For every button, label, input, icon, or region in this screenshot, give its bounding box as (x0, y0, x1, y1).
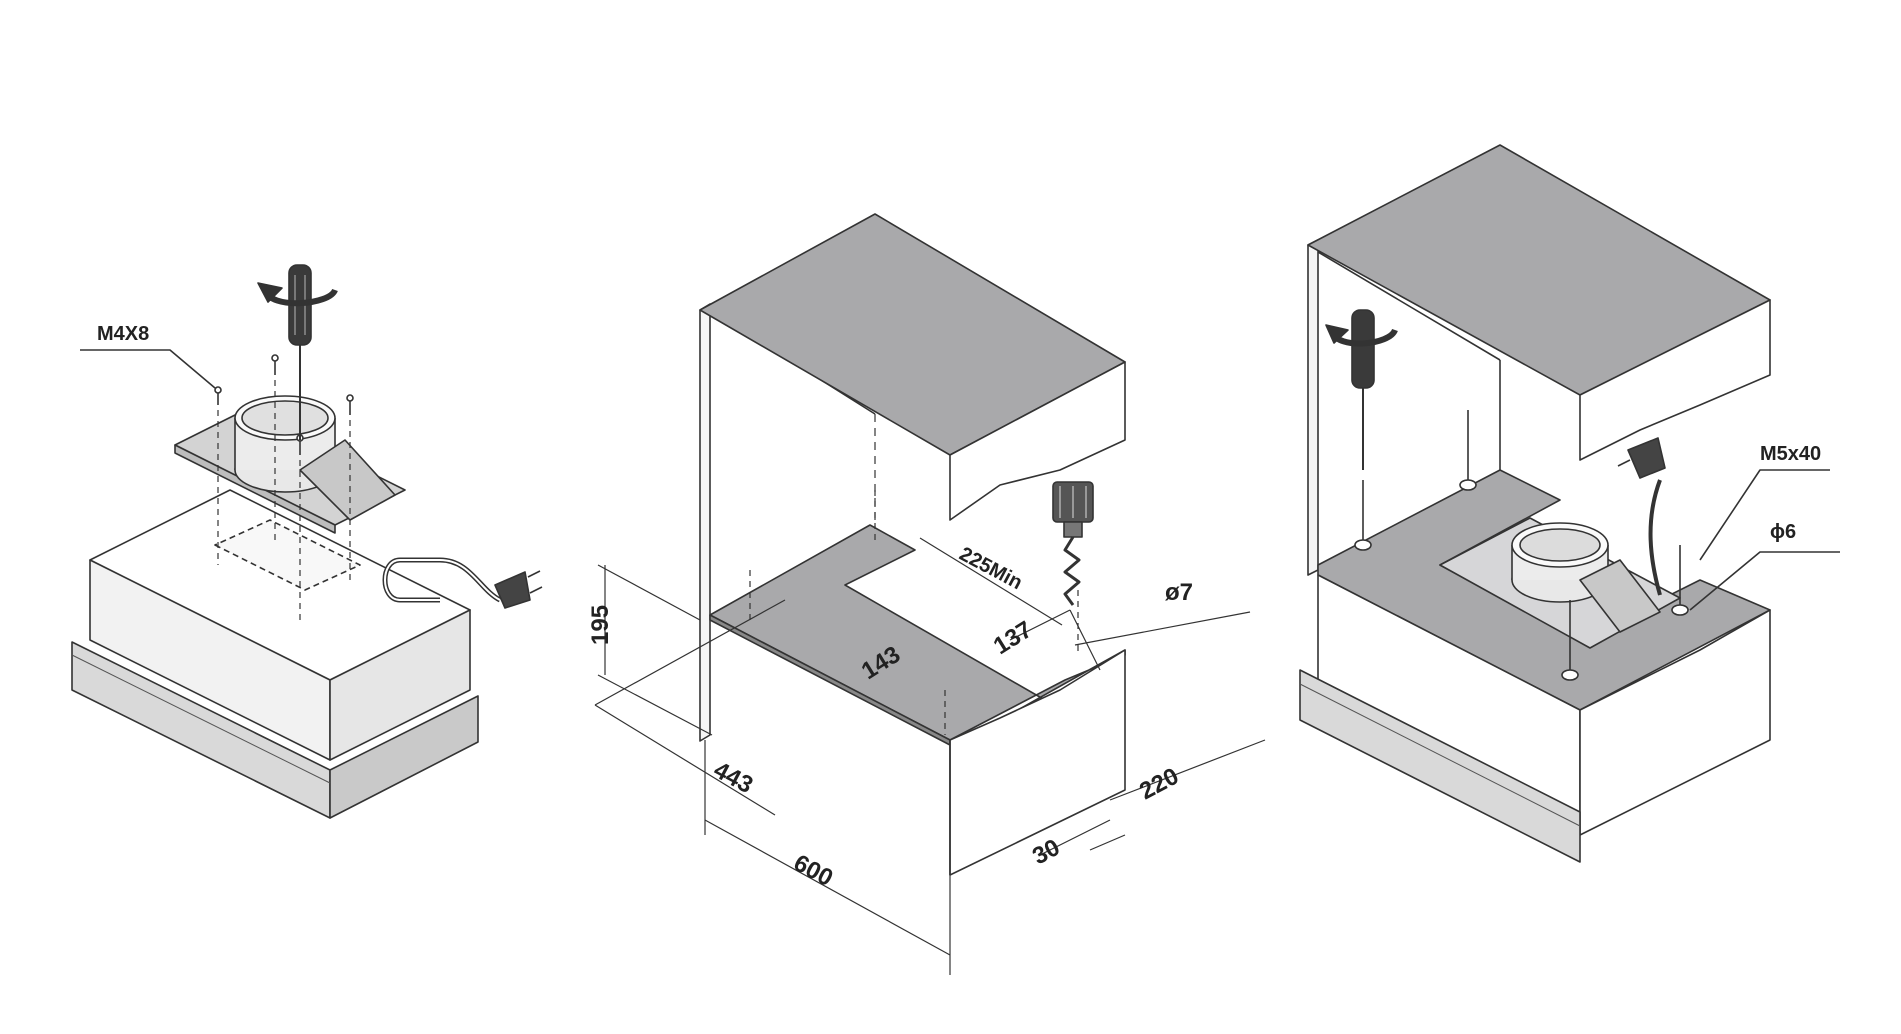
right-cabinet-left-wall (1307, 239, 1319, 576)
dim-220: 220 (1135, 763, 1183, 806)
right-hood-strip (1299, 669, 1581, 863)
dim-30: 30 (1028, 834, 1064, 870)
m5x40-leader (1699, 469, 1830, 561)
hole-guides (749, 490, 1079, 735)
dim-600: 600 (789, 849, 837, 892)
dimension-lines (594, 537, 1266, 975)
label-m5x40: M5x40 (1760, 443, 1821, 465)
plug-icon (494, 570, 543, 609)
duct-ramp (299, 439, 396, 521)
screws-cabinet (1354, 410, 1689, 681)
cabinet-cutout-view (594, 213, 1266, 975)
hood-top-slot (214, 519, 361, 591)
dim-225min: 225Min (956, 543, 1026, 594)
dim-195: 195 (587, 605, 614, 645)
hood-front-strip-side (329, 695, 479, 819)
dim-137: 137 (989, 616, 1037, 660)
screwdriver-icon-right (1351, 309, 1375, 470)
m4x8-leader (80, 349, 216, 389)
screws-hood (214, 354, 354, 455)
plug-icon-right (1617, 437, 1666, 596)
bracket-plate-edge (174, 444, 336, 534)
cabinet-left-side (699, 303, 711, 742)
label-m4x8: M4X8 (97, 323, 149, 345)
drill-icon (1052, 481, 1094, 606)
label-phi6: ϕ6 (1770, 521, 1796, 543)
cabinet-installed-view (1299, 144, 1840, 863)
right-cabinet-top-front (1579, 299, 1771, 461)
hood-side-face (329, 609, 471, 761)
phi6-leader (1689, 551, 1840, 611)
cabinet-top-front (949, 361, 1126, 521)
dim-443: 443 (709, 756, 757, 799)
screw-guides (217, 380, 351, 620)
cabinet-bottom-panel (709, 524, 1126, 741)
hood-assembly (71, 264, 543, 819)
label-o7: ø7 (1165, 579, 1193, 606)
